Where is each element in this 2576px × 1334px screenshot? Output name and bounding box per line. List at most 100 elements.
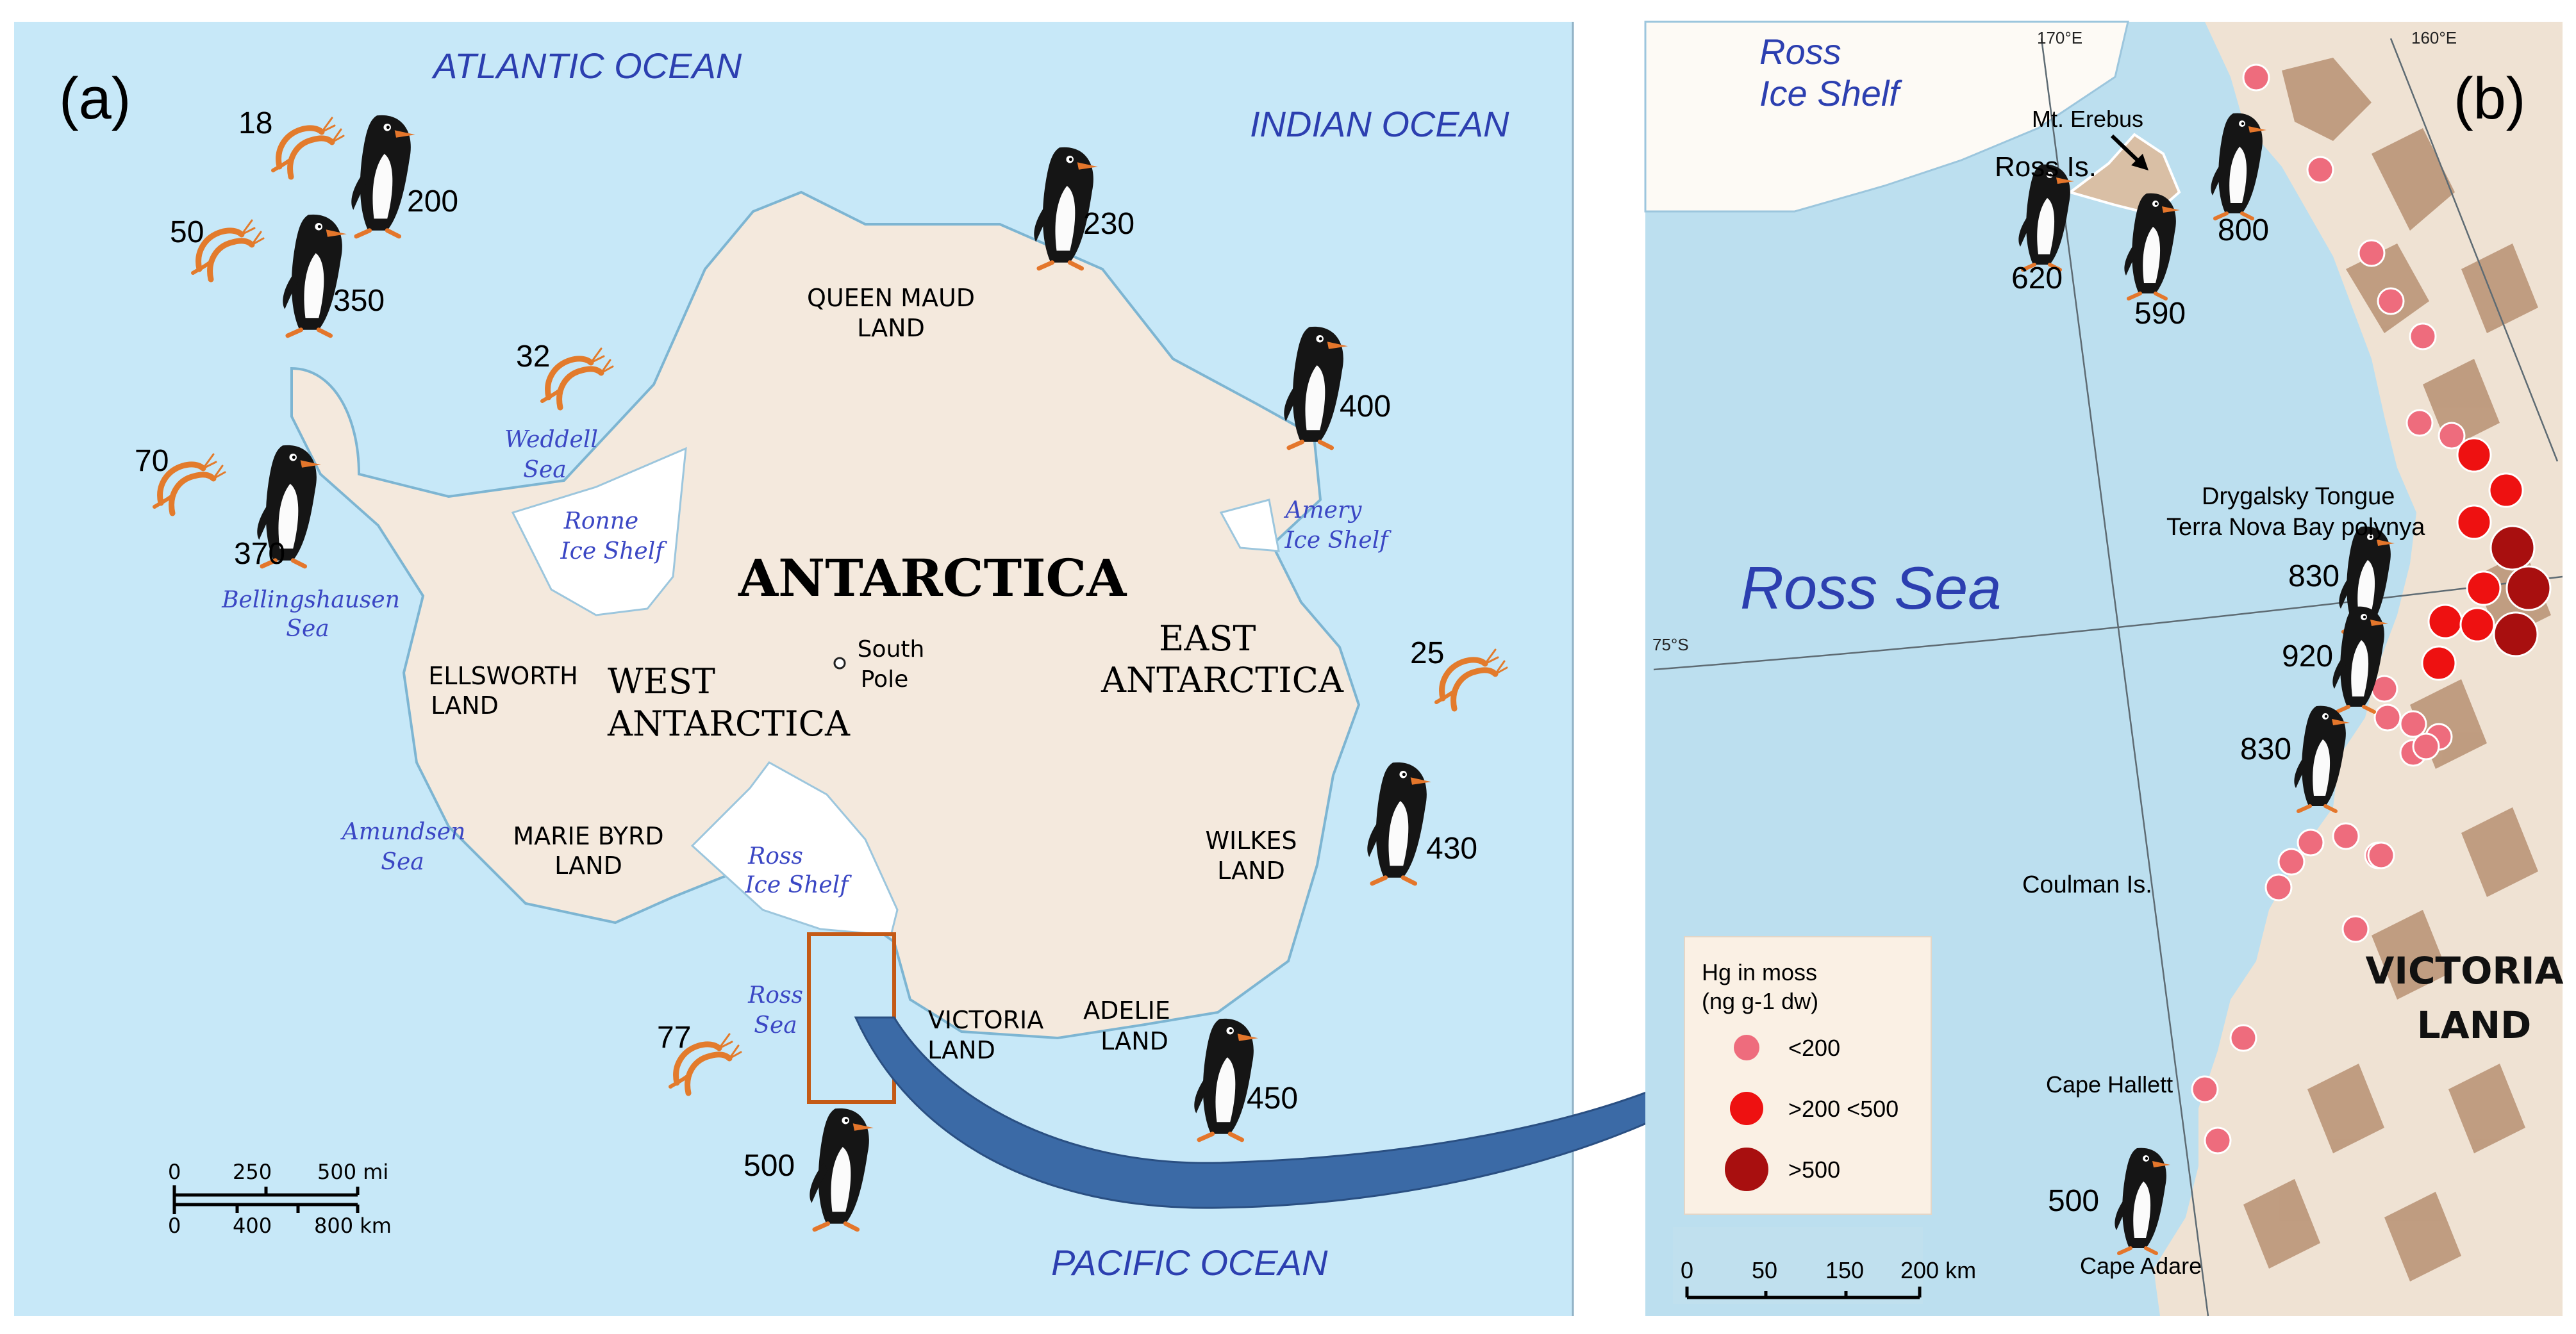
bellingshausen-line2: Sea	[286, 616, 329, 642]
amundsen-line2: Sea	[381, 849, 424, 875]
legend-label: >200 <500	[1788, 1096, 1899, 1122]
legend-swatch	[1730, 1092, 1763, 1125]
legend-label: >500	[1788, 1157, 1840, 1183]
amery-line2: Ice Shelf	[1284, 527, 1392, 554]
penguin-count-a: 370	[234, 537, 285, 571]
victoria-land-b	[2154, 22, 2563, 1316]
wilkes-line2: LAND	[1217, 857, 1285, 885]
ross-shelf-a-line1: Ross	[747, 843, 803, 869]
ross-sea-b-label: Ross Sea	[1740, 554, 2002, 622]
krill-count-a: 25	[1410, 636, 1444, 670]
lon-170-label: 170°E	[2037, 28, 2082, 47]
wilkes-line1: WILKES	[1205, 827, 1297, 855]
scale-b-50: 50	[1752, 1257, 1777, 1283]
east-antarctica-line1: EAST	[1159, 618, 1256, 659]
krill-count-a: 77	[657, 1021, 691, 1055]
west-antarctica-line1: WEST	[608, 661, 715, 702]
legend-title-line2: (ng g-1 dw)	[1702, 988, 1818, 1014]
penguin-count-a: 350	[333, 284, 385, 318]
south-pole-marker	[833, 657, 846, 670]
indian-ocean-label: INDIAN OCEAN	[1250, 104, 1509, 144]
scale-a-km-0: 0	[168, 1214, 181, 1238]
lat-75-label: 75°S	[1652, 635, 1689, 654]
terra-nova-label: Terra Nova Bay polynya	[2166, 514, 2425, 541]
scale-a-km-2: 800 km	[314, 1214, 392, 1238]
amundsen-line1: Amundsen	[340, 819, 466, 845]
ross-ice-shelf-b-line1: Ross	[1759, 31, 1841, 72]
legend-title-line1: Hg in moss	[1702, 959, 1817, 985]
scale-b-200: 200 km	[1900, 1257, 1976, 1283]
ross-ice-shelf-a	[690, 761, 899, 937]
adelie-line2: LAND	[1101, 1027, 1168, 1055]
krill-count-a: 32	[516, 340, 550, 374]
ellsworth-line1: ELLSWORTH	[428, 662, 578, 690]
queen-maud-line2: LAND	[857, 314, 925, 342]
panel-a-label: (a)	[59, 66, 131, 131]
erebus-arrow	[2110, 134, 2143, 165]
ronne-line2: Ice Shelf	[560, 538, 667, 564]
ronne-ice-shelf	[511, 447, 687, 616]
scale-b-0: 0	[1681, 1257, 1693, 1283]
ross-ice-shelf-b-line2: Ice Shelf	[1759, 73, 1902, 113]
penguin-count-a: 500	[744, 1149, 795, 1183]
ross-is-label: Ross Is.	[1995, 151, 2097, 183]
penguin-count-b: 590	[2134, 297, 2186, 331]
weddell-line1: Weddell	[504, 427, 598, 453]
marie-byrd-line1: MARIE BYRD	[513, 822, 663, 850]
panel-b	[1644, 21, 2563, 1317]
adelie-line1: ADELIE	[1083, 996, 1170, 1025]
weddell-line2: Sea	[523, 457, 566, 483]
panel-a	[14, 22, 1784, 1316]
krill-count-a: 70	[135, 444, 169, 478]
scale-a-mi-1: 250	[233, 1160, 272, 1184]
ross-ice-shelf-b	[1644, 21, 2129, 213]
penguin-count-b: 800	[2218, 213, 2269, 247]
ross-shelf-a-line2: Ice Shelf	[744, 872, 852, 898]
scale-a-mi-2: 500 mi	[317, 1160, 388, 1184]
marie-byrd-line2: LAND	[554, 852, 622, 880]
scale-bar-a	[172, 1185, 360, 1214]
amery-ice-shelf	[1219, 498, 1280, 552]
south-pole-line1: South	[858, 636, 925, 663]
scale-a-km-1: 400	[233, 1214, 272, 1238]
lon-160-label: 160°E	[2411, 28, 2457, 47]
penguin-count-a: 230	[1083, 207, 1134, 241]
pacific-ocean-label: PACIFIC OCEAN	[1051, 1242, 1328, 1283]
victoria-line1: VICTORIA	[928, 1006, 1043, 1034]
coulman-label: Coulman Is.	[2022, 871, 2152, 898]
drygalsky-label: Drygalsky Tongue	[2202, 483, 2395, 510]
legend-label: <200	[1788, 1035, 1840, 1061]
ross-sea-line1: Ross	[747, 982, 803, 1009]
ellsworth-line2: LAND	[431, 691, 499, 720]
antarctica-landmass	[290, 190, 1361, 1040]
ross-sea-line2: Sea	[754, 1012, 797, 1039]
bellingshausen-line1: Bellingshausen	[221, 587, 400, 613]
penguin-count-a: 200	[407, 185, 458, 218]
atlantic-ocean-label: ATLANTIC OCEAN	[431, 45, 742, 86]
penguin-count-a: 450	[1247, 1082, 1298, 1116]
penguin-count-b: 830	[2288, 559, 2339, 593]
south-pole-line2: Pole	[861, 666, 909, 693]
east-antarctica-line2: ANTARCTICA	[1101, 660, 1344, 700]
ronne-line1: Ronne	[563, 508, 638, 534]
cape-adare-label: Cape Adare	[2080, 1253, 2202, 1279]
penguin-count-a: 430	[1426, 832, 1477, 866]
penguin-count-b: 620	[2011, 261, 2063, 295]
victoria-line2: LAND	[927, 1036, 995, 1064]
cape-hallett-label: Cape Hallett	[2046, 1071, 2173, 1098]
panel-b-label: (b)	[2454, 66, 2525, 131]
penguin-count-b: 500	[2048, 1184, 2099, 1218]
scale-b-150: 150	[1825, 1257, 1864, 1283]
penguin-count-b: 830	[2240, 732, 2291, 766]
penguin-count-b: 920	[2282, 639, 2333, 673]
antarctica-title: ANTARCTICA	[738, 548, 1127, 608]
legend-swatch	[1734, 1035, 1759, 1060]
victoria-land-b-line1: VICTORIA	[2365, 949, 2563, 992]
krill-count-a: 18	[238, 106, 272, 140]
penguin-count-a: 400	[1340, 390, 1391, 424]
legend-swatch	[1725, 1148, 1768, 1191]
scale-a-mi-0: 0	[168, 1160, 181, 1184]
krill-count-a: 50	[170, 215, 204, 249]
mt-erebus-label: Mt. Erebus	[2032, 106, 2143, 132]
amery-line1: Amery	[1284, 497, 1363, 523]
